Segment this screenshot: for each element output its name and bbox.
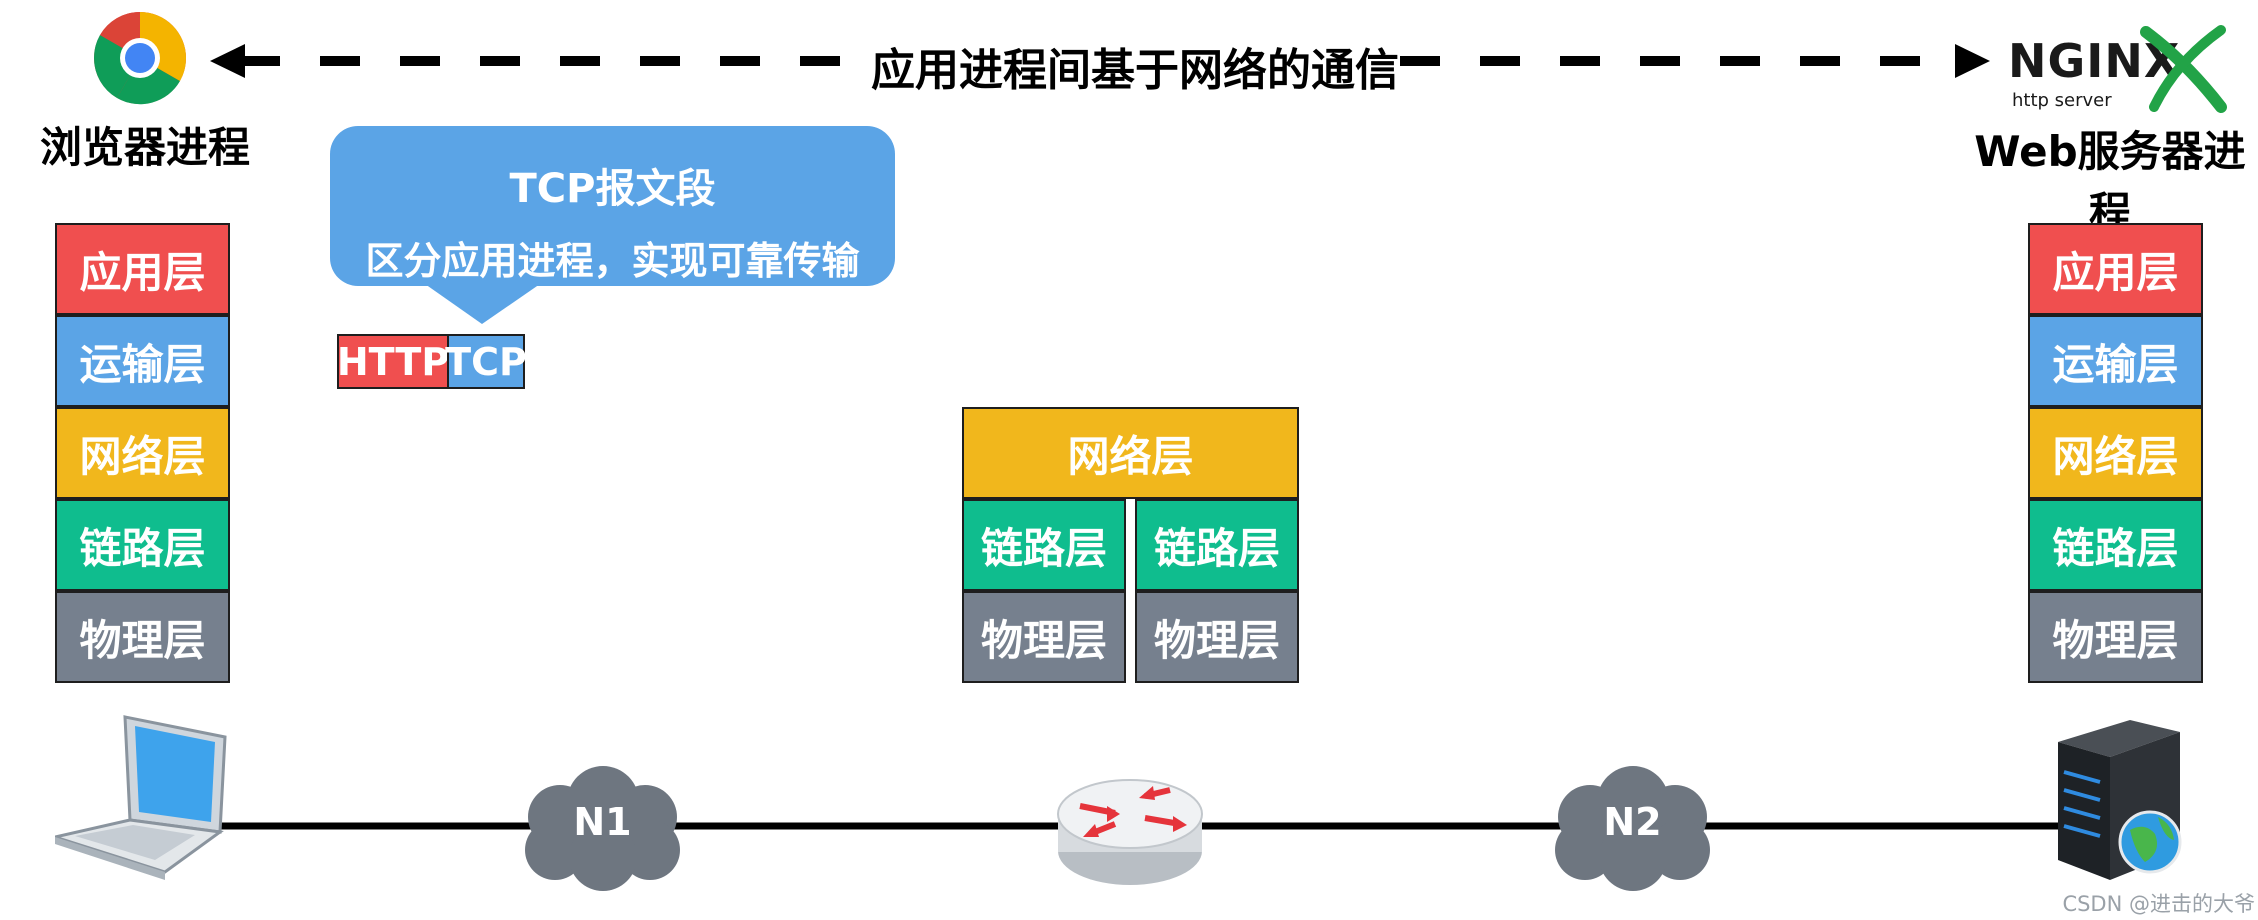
tcp-segment: TCP — [445, 334, 527, 389]
cloud-n2-icon — [1555, 766, 1710, 891]
callout-title: TCP报文段 — [509, 166, 716, 212]
communication-arrow — [210, 44, 1990, 78]
router-link-layer-left: 链路层 — [962, 499, 1126, 591]
callout-bubble — [330, 126, 895, 324]
laptop-icon — [55, 715, 227, 880]
router-icon — [1057, 779, 1203, 885]
cloud-n2-label: N2 — [1603, 800, 1662, 844]
router-link-layer-right: 链路层 — [1135, 499, 1299, 591]
left-network-layer: 网络层 — [55, 407, 230, 499]
router-physical-layer-left: 物理层 — [962, 591, 1126, 683]
watermark: CSDN @进击的大爷 — [2062, 892, 2255, 916]
nginx-x-icon — [2140, 25, 2227, 113]
nginx-logo: NGINX http server — [2008, 22, 2238, 117]
right-physical-layer: 物理层 — [2028, 591, 2203, 683]
router-network-layer: 网络层 — [962, 407, 1299, 499]
left-application-layer: 应用层 — [55, 223, 230, 315]
chrome-icon — [93, 11, 187, 105]
cloud-n1-icon — [525, 766, 680, 891]
right-transport-layer: 运输层 — [2028, 315, 2203, 407]
left-physical-layer: 物理层 — [55, 591, 230, 683]
cloud-n1-label: N1 — [573, 800, 632, 844]
router-physical-layer-right: 物理层 — [1135, 591, 1299, 683]
right-application-layer: 应用层 — [2028, 223, 2203, 315]
banner-text: 应用进程间基于网络的通信 — [871, 45, 1399, 96]
server-icon — [2058, 720, 2182, 880]
browser-process-label: 浏览器进程 — [39, 123, 250, 172]
right-network-layer: 网络层 — [2028, 407, 2203, 499]
callout-text: 区分应用进程，实现可靠传输 — [365, 239, 860, 283]
left-link-layer: 链路层 — [55, 499, 230, 591]
right-link-layer: 链路层 — [2028, 499, 2203, 591]
left-transport-layer: 运输层 — [55, 315, 230, 407]
nginx-logo-subtext: http server — [2012, 90, 2112, 111]
